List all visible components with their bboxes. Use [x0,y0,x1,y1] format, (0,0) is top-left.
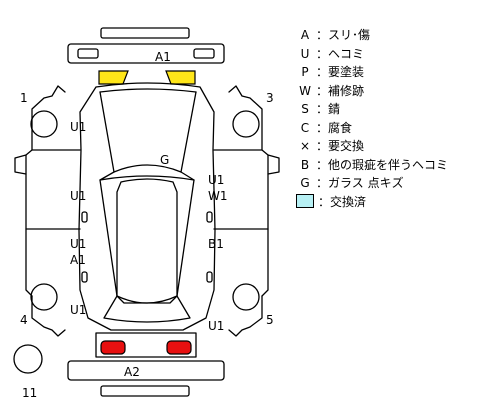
legend-text: ヘコミ [328,46,365,61]
body-outline [78,82,216,331]
left-front-door-handle [81,211,88,223]
legend-item: G ：ガラス 点キズ [294,174,474,193]
right-rear-fender [228,295,263,337]
car-damage-diagram: A1 G A2 1 3 4 5 11 [13,27,280,400]
legend-item: S ：錆 [294,100,474,119]
corner-number-1: 1 [20,91,28,105]
legend-item: C ：腐食 [294,119,474,138]
right-a-pillar [176,179,195,297]
legend-item: A ：スリ･傷 [294,26,474,45]
legend-separator: ： [318,194,331,209]
legend-code: P [301,65,309,79]
legend-text: 補修跡 [328,83,365,98]
corner-number-3: 3 [266,91,274,105]
legend-text: スリ･傷 [328,28,371,42]
left-rear-door-label-2: A1 [70,253,86,267]
front-bumper-label: A1 [155,50,171,64]
legend-separator: ： [316,102,329,116]
left-rear-fender [31,295,66,337]
right-rear-fender-label: U1 [208,319,224,333]
legend-item: × ：要交換 [294,137,474,156]
legend-separator: ： [316,83,329,98]
wheel-rear-left [30,283,58,311]
left-rear-fender-label: U1 [70,303,86,317]
legend-separator: ： [316,46,329,61]
headlight-right [165,70,196,85]
left-rear-door-handle [81,271,88,283]
rear-bumper-bottom-bar [100,385,190,397]
rear-bumper-outline [67,360,225,381]
legend-code: C [300,120,310,135]
wheel-front-left [30,110,58,138]
legend-separator: ： [316,120,329,135]
right-front-door-label-2: W1 [208,189,228,203]
windshield-label: G [160,153,169,167]
taillight-right [166,340,192,355]
left-rear-door-label-1: U1 [70,237,86,251]
legend-separator: ： [316,65,329,79]
replaced-swatch [296,193,314,208]
right-rear-door-label: B1 [208,237,224,251]
legend-text: 他の瑕疵を伴うヘコミ [328,157,449,172]
legend-code: B [300,157,310,172]
legend-code: A [300,28,310,42]
rear-panel [95,332,197,358]
right-front-door-label-1: U1 [208,173,224,187]
left-mirror [14,154,27,175]
wheel-front-right [232,110,260,138]
corner-number-5: 5 [266,313,274,327]
legend-separator: ： [316,157,329,172]
legend-code: U [300,46,310,61]
legend-item: U ：ヘコミ [294,45,474,64]
damage-legend: A：スリ･傷 U：ヘコミ P：要塗装 W：補修跡 S：錆 C：腐食 ×：要交換 … [294,26,474,211]
hood-left-line [99,91,115,173]
legend-separator: ： [316,28,329,42]
rear-window [103,295,191,323]
left-a-pillar [99,179,118,297]
hood-right-line [180,91,197,173]
legend-code: G [300,176,310,190]
legend-item-replaced: ：交換済 [294,193,474,212]
legend-code: S [301,102,309,116]
rear-bumper-label: A2 [124,365,140,379]
legend-item: B ：他の瑕疵を伴うヘコミ [294,156,474,175]
taillight-left [100,340,126,355]
corner-number-11: 11 [22,386,37,400]
left-front-door-label: U1 [70,189,86,203]
legend-separator: ： [316,139,329,153]
wheel-rear-right [232,283,260,311]
front-bumper-right-slot [193,48,215,59]
legend-item: P ：要塗装 [294,63,474,82]
legend-text: 要交換 [328,139,365,153]
legend-text: 交換済 [330,194,367,209]
right-front-fender [213,85,263,151]
legend-code: W [299,83,311,98]
right-mirror [267,154,280,175]
roof [116,178,178,304]
right-rear-door-handle [206,271,213,283]
legend-text: ガラス 点キズ [328,176,404,190]
spare-tire [13,344,43,374]
headlight-left [98,70,129,85]
legend-code: × [299,139,311,153]
left-side-sill [25,149,33,297]
front-bumper-top-bar [100,27,190,39]
front-bumper-left-slot [77,48,99,59]
legend-text: 腐食 [328,120,353,135]
right-side-sill [261,149,269,297]
legend-text: 要塗装 [328,65,365,79]
legend-item: W ：補修跡 [294,82,474,101]
windshield [99,164,195,181]
legend-text: 錆 [328,102,341,116]
front-bumper-outline [67,43,225,64]
left-front-fender-label: U1 [70,120,86,134]
corner-number-4: 4 [20,313,28,327]
legend-separator: ： [316,176,329,190]
right-front-door-handle [206,211,213,223]
hood-seam [99,88,197,93]
